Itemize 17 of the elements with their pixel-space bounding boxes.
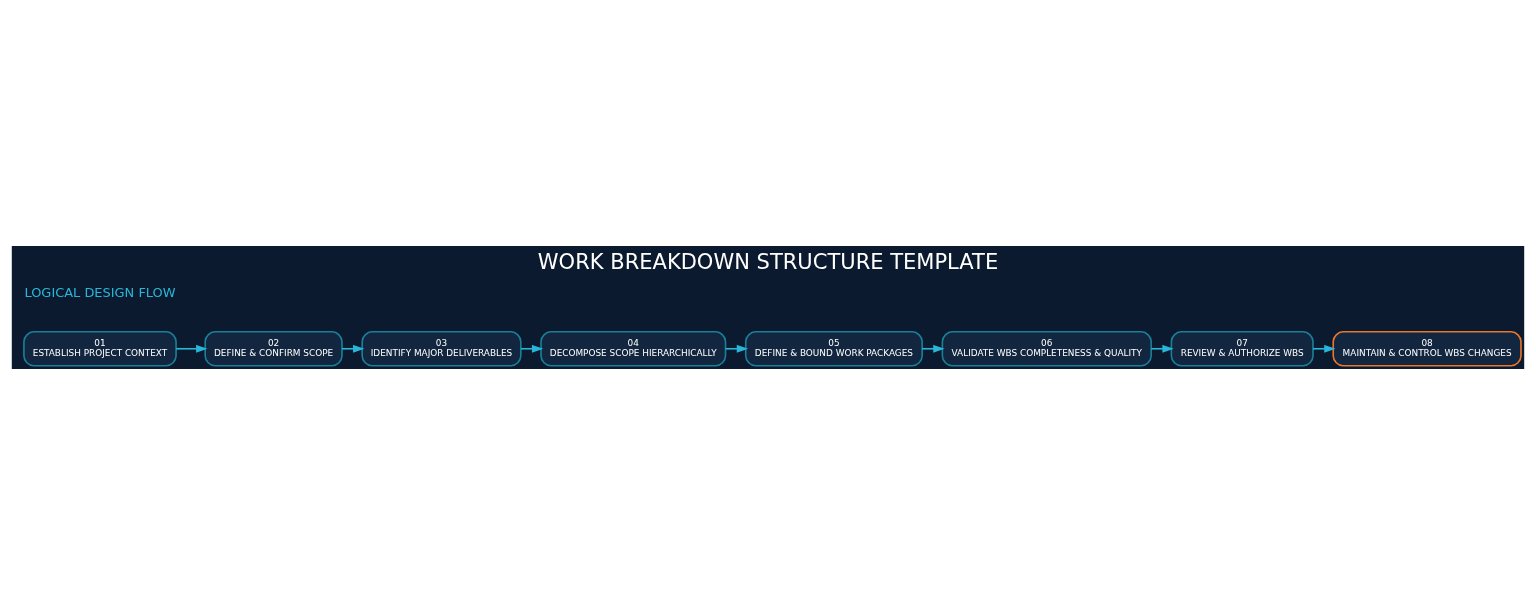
arrow [1150, 344, 1174, 353]
node-box: 06 VALIDATE WBS COMPLETENESS & QUALITY [941, 330, 1152, 367]
diagram-title: WORK BREAKDOWN STRUCTURE TEMPLATE [537, 249, 999, 275]
arrow [520, 344, 544, 353]
node-box: 04 DECOMPOSE SCOPE HIERARCHICALLY [540, 330, 727, 367]
node-box: 05 DEFINE & BOUND WORK PACKAGES [744, 330, 923, 367]
node-box: 07 REVIEW & AUTHORIZE WBS [1170, 330, 1314, 367]
label: LOGICAL DESIGN FLOW [24, 284, 176, 300]
arrow [1312, 344, 1336, 353]
node-box: 02 DEFINE & CONFIRM SCOPE [204, 330, 343, 367]
node-box: 08 MAINTAIN & CONTROL WBS CHANGES [1332, 330, 1522, 367]
node-box: 01 ESTABLISH PROJECT CONTEXT [23, 330, 177, 367]
arrow [921, 344, 945, 353]
node-box: 03 IDENTIFY MAJOR DELIVERABLES [361, 330, 522, 367]
arrow [724, 344, 749, 353]
arrow [175, 344, 208, 353]
arrow [341, 344, 365, 353]
